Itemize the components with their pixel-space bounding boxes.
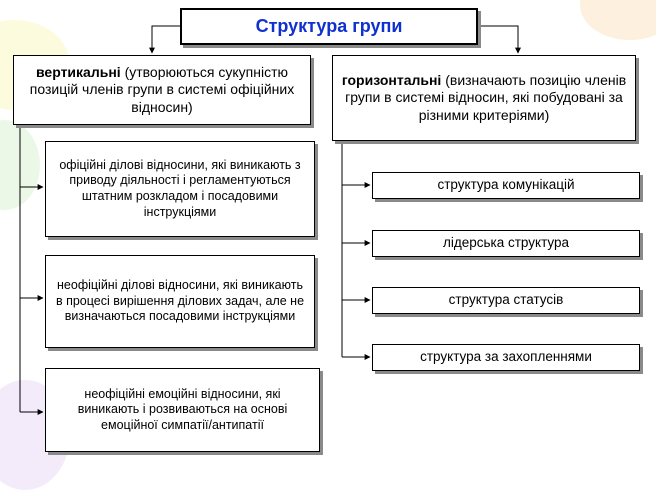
horizontal-item-communications: структура комунікацій [372,172,640,199]
diagram-title-text: Структура групи [255,15,403,36]
horizontal-structure-box: горизонтальні (визначають позицію членів… [332,55,636,141]
vertical-structure-text: вертикальні (утворюються сукупністю пози… [20,64,304,115]
horizontal-item-text: структура комунікацій [437,177,575,193]
horizontal-item-leadership: лідерська структура [372,230,640,257]
vertical-item-text: неофіційні ділові відносини, які виникаю… [55,278,305,324]
horizontal-structure-description: (визначають позицію членів групи в систе… [345,72,627,123]
vertical-structure-box: вертикальні (утворюються сукупністю пози… [13,55,311,125]
vertical-structure-description: (утворюються сукупністю позицій членів г… [29,64,295,115]
vertical-item-official: офіційні ділові відносини, які виникають… [45,141,315,237]
horizontal-item-text: лідерська структура [442,235,570,251]
horizontal-structure-text: горизонтальні (визначають позицію членів… [339,72,629,123]
horizontal-item-interests: структура за захопленнями [372,344,640,371]
vertical-structure-label: вертикальні [36,64,121,81]
diagram-title: Структура групи [180,8,478,45]
horizontal-item-text: структура статусів [448,292,564,308]
vertical-item-informal-business: неофіційні ділові відносини, які виникаю… [45,255,315,348]
vertical-item-text: неофіційні емоційні відносини, які виник… [77,386,288,432]
horizontal-item-text: структура за захопленнями [420,349,592,365]
horizontal-item-status: структура статусів [372,287,640,314]
horizontal-structure-label: горизонтальні [341,72,442,89]
vertical-item-text: офіційні ділові відносини, які виникають… [59,157,301,219]
vertical-item-informal-emotional: неофіційні емоційні відносини, які виник… [45,368,320,452]
